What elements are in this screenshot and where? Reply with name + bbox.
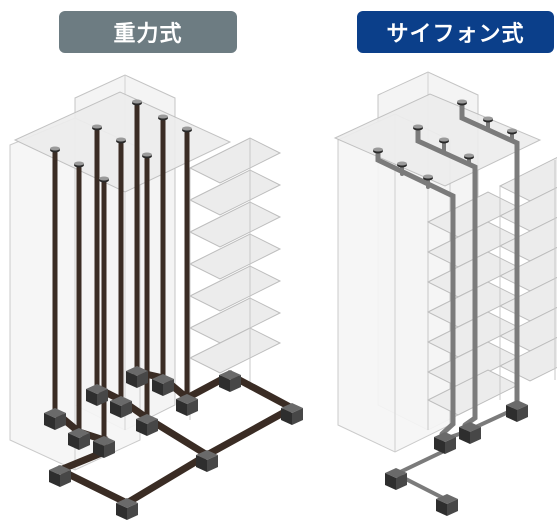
gravity-system-label: 重力式: [59, 11, 237, 53]
gravity-building: [9, 74, 281, 471]
siphon-building: [333, 71, 557, 453]
siphon-system-label: サイフォン式: [357, 11, 554, 53]
